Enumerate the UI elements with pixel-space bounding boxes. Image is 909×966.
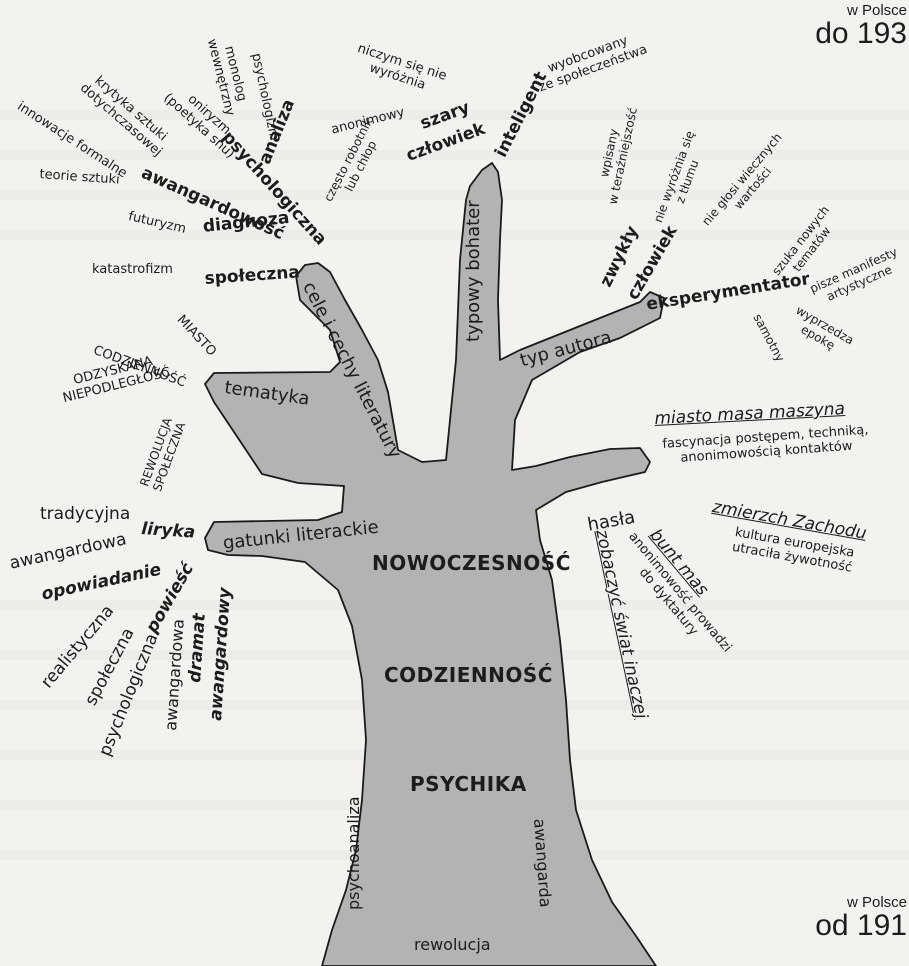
date-bottom: w Polsce od 191 [815, 894, 907, 941]
date-top-year: do 193 [815, 17, 907, 50]
trunk-title: NOWOCZESNOŚĆ [372, 551, 571, 575]
root-rewolucja: rewolucja [414, 935, 491, 954]
branch-typowy: typowy bohater [463, 200, 484, 342]
trunk-mid: CODZIENNOŚĆ [384, 663, 553, 687]
date-bottom-label: w Polsce [846, 894, 907, 911]
gatunki-tradycyjna: tradycyjna [40, 504, 131, 524]
gatunki-liryka: liryka [140, 519, 196, 543]
tree-outline [204, 162, 665, 966]
date-top-label: w Polsce [846, 2, 907, 19]
date-bottom-year: od 191 [815, 909, 907, 942]
date-top: w Polsce do 193 [815, 2, 907, 49]
cele-katastrofizm: katastrofizm [92, 262, 173, 277]
root-psychoanaliza: psychoanaliza [344, 796, 363, 910]
trunk-low: PSYCHIKA [410, 772, 527, 796]
